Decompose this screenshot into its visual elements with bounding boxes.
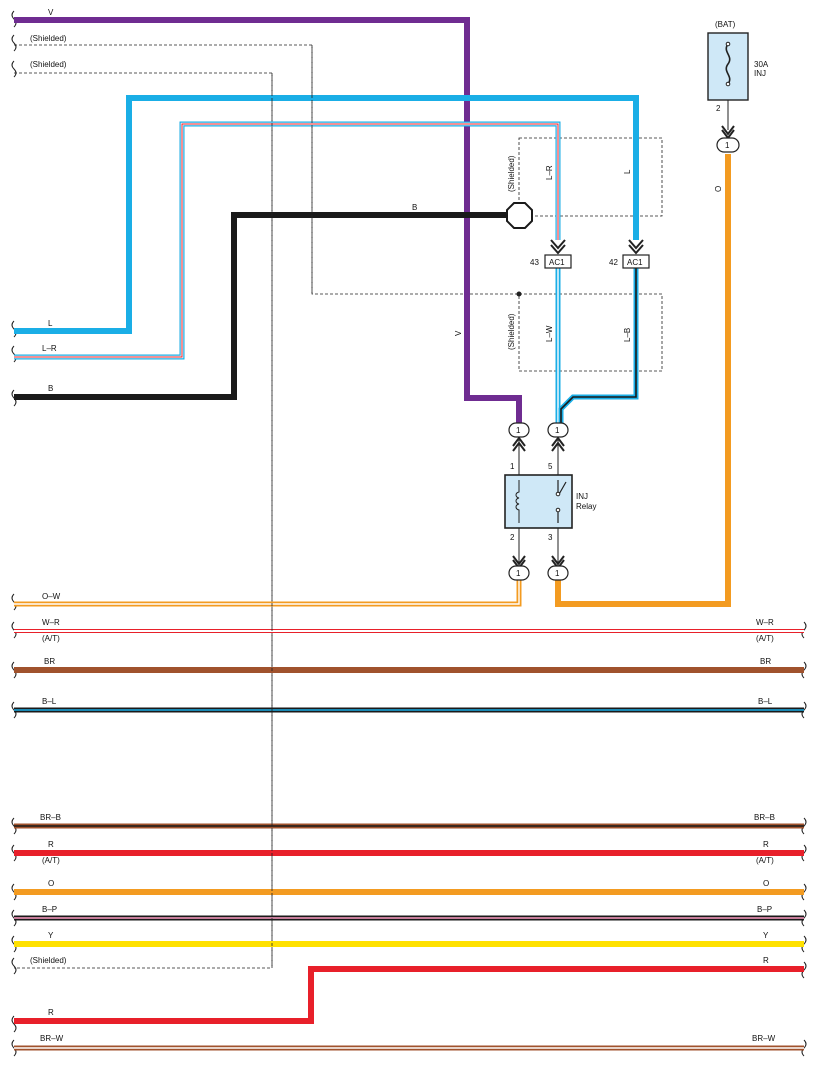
relay-name-2: Relay	[576, 502, 596, 511]
wire-l-r	[14, 121, 561, 360]
label-wr-right: W–R	[756, 618, 774, 627]
fuse-element-icon	[725, 43, 731, 85]
label-o-left: O	[48, 879, 54, 888]
connector-ac1-42	[622, 239, 650, 269]
pin-relay5-label: 1	[555, 426, 560, 435]
label-brw-right: BR–W	[752, 1034, 776, 1043]
label-lr-left: L–R	[42, 344, 57, 353]
label-r-step-left: R	[48, 1008, 54, 1017]
label-bl-left: B–L	[42, 697, 57, 706]
label-lb-vertical: L–B	[623, 328, 632, 342]
connector-ac1-43	[544, 239, 572, 269]
wire-b	[14, 212, 507, 400]
wire-l-b	[558, 268, 639, 425]
wire-r-step	[14, 966, 804, 1024]
label-v-top: V	[48, 8, 54, 17]
wire-l	[14, 95, 639, 334]
label-r-left: R	[48, 840, 54, 849]
label-bp-left: B–P	[42, 905, 57, 914]
ac1-42-number: 42	[609, 258, 618, 267]
label-shielded-2: (Shielded)	[30, 60, 67, 69]
label-bp-right: B–P	[757, 905, 772, 914]
wire-o-w	[14, 580, 522, 607]
pin-relay2-label: 1	[516, 569, 521, 578]
label-l-left: L	[48, 319, 53, 328]
label-lr-vertical: L–R	[545, 165, 554, 180]
label-v-vertical: V	[454, 330, 463, 336]
relay-pin-3: 3	[548, 533, 553, 542]
label-o-vertical: O	[714, 186, 723, 192]
label-wr-left: W–R	[42, 618, 60, 627]
label-r-right: R	[763, 840, 769, 849]
wire-v	[14, 17, 522, 424]
shield-box-bottom	[518, 293, 663, 372]
shield-line-2	[14, 72, 273, 969]
label-shielded-1: (Shielded)	[30, 34, 67, 43]
inj-relay	[504, 440, 573, 566]
wire-o-vertical	[555, 154, 731, 607]
pin-relay1-label: 1	[516, 426, 521, 435]
label-brb-left: BR–B	[40, 813, 61, 822]
label-lw-vertical: L–W	[545, 325, 554, 342]
shield-line-1	[14, 44, 519, 295]
relay-in-arrow-1-icon	[512, 436, 526, 452]
relay-coil-icon	[515, 480, 520, 523]
fuse-rating: 30A	[754, 60, 769, 69]
arrow-42-icon	[628, 239, 644, 255]
label-brw-left: BR–W	[40, 1034, 64, 1043]
label-at1-right: (A/T)	[756, 634, 774, 643]
label-brb-right: BR–B	[754, 813, 775, 822]
relay-name-1: INJ	[576, 492, 588, 501]
pin-relay3-label: 1	[555, 569, 560, 578]
splice-octagon	[506, 202, 533, 229]
label-r-step-right: R	[763, 956, 769, 965]
label-y-left: Y	[48, 931, 54, 940]
label-shielded-vertical-1: (Shielded)	[507, 155, 516, 192]
fuse-pin: 2	[716, 104, 721, 113]
relay-box	[504, 474, 573, 529]
label-shielded-bottom: (Shielded)	[30, 956, 67, 965]
fuse-source: (BAT)	[715, 20, 736, 29]
relay-pin-2: 2	[510, 533, 515, 542]
label-br-left: BR	[44, 657, 55, 666]
label-b-left: B	[48, 384, 53, 393]
label-l-vertical: L	[623, 169, 632, 174]
shield-box-top	[518, 137, 663, 217]
shield-junction-dot	[516, 291, 522, 297]
right-break-marks	[801, 621, 807, 1057]
arrow-43-icon	[550, 239, 566, 255]
label-at2-left: (A/T)	[42, 856, 60, 865]
relay-pin-1: 1	[510, 462, 515, 471]
relay-in-arrow-5-icon	[551, 436, 565, 452]
label-br-right: BR	[760, 657, 771, 666]
label-at2-right: (A/T)	[756, 856, 774, 865]
fuse-name: INJ	[754, 69, 766, 78]
ac1-43-number: 43	[530, 258, 539, 267]
label-bl-right: B–L	[758, 697, 773, 706]
label-at1-left: (A/T)	[42, 634, 60, 643]
fuse-inj	[707, 32, 749, 130]
relay-pin-5: 5	[548, 462, 553, 471]
ac1-42-name: AC1	[627, 258, 643, 267]
pin-fuse-label: 1	[725, 141, 730, 150]
label-ow: O–W	[42, 592, 61, 601]
left-break-marks	[11, 10, 17, 1057]
label-o-right: O	[763, 879, 769, 888]
label-y-right: Y	[763, 931, 769, 940]
ac1-43-name: AC1	[549, 258, 565, 267]
label-b-mid: B	[412, 203, 417, 212]
label-shielded-vertical-2: (Shielded)	[507, 313, 516, 350]
pin-ovals	[508, 137, 740, 581]
